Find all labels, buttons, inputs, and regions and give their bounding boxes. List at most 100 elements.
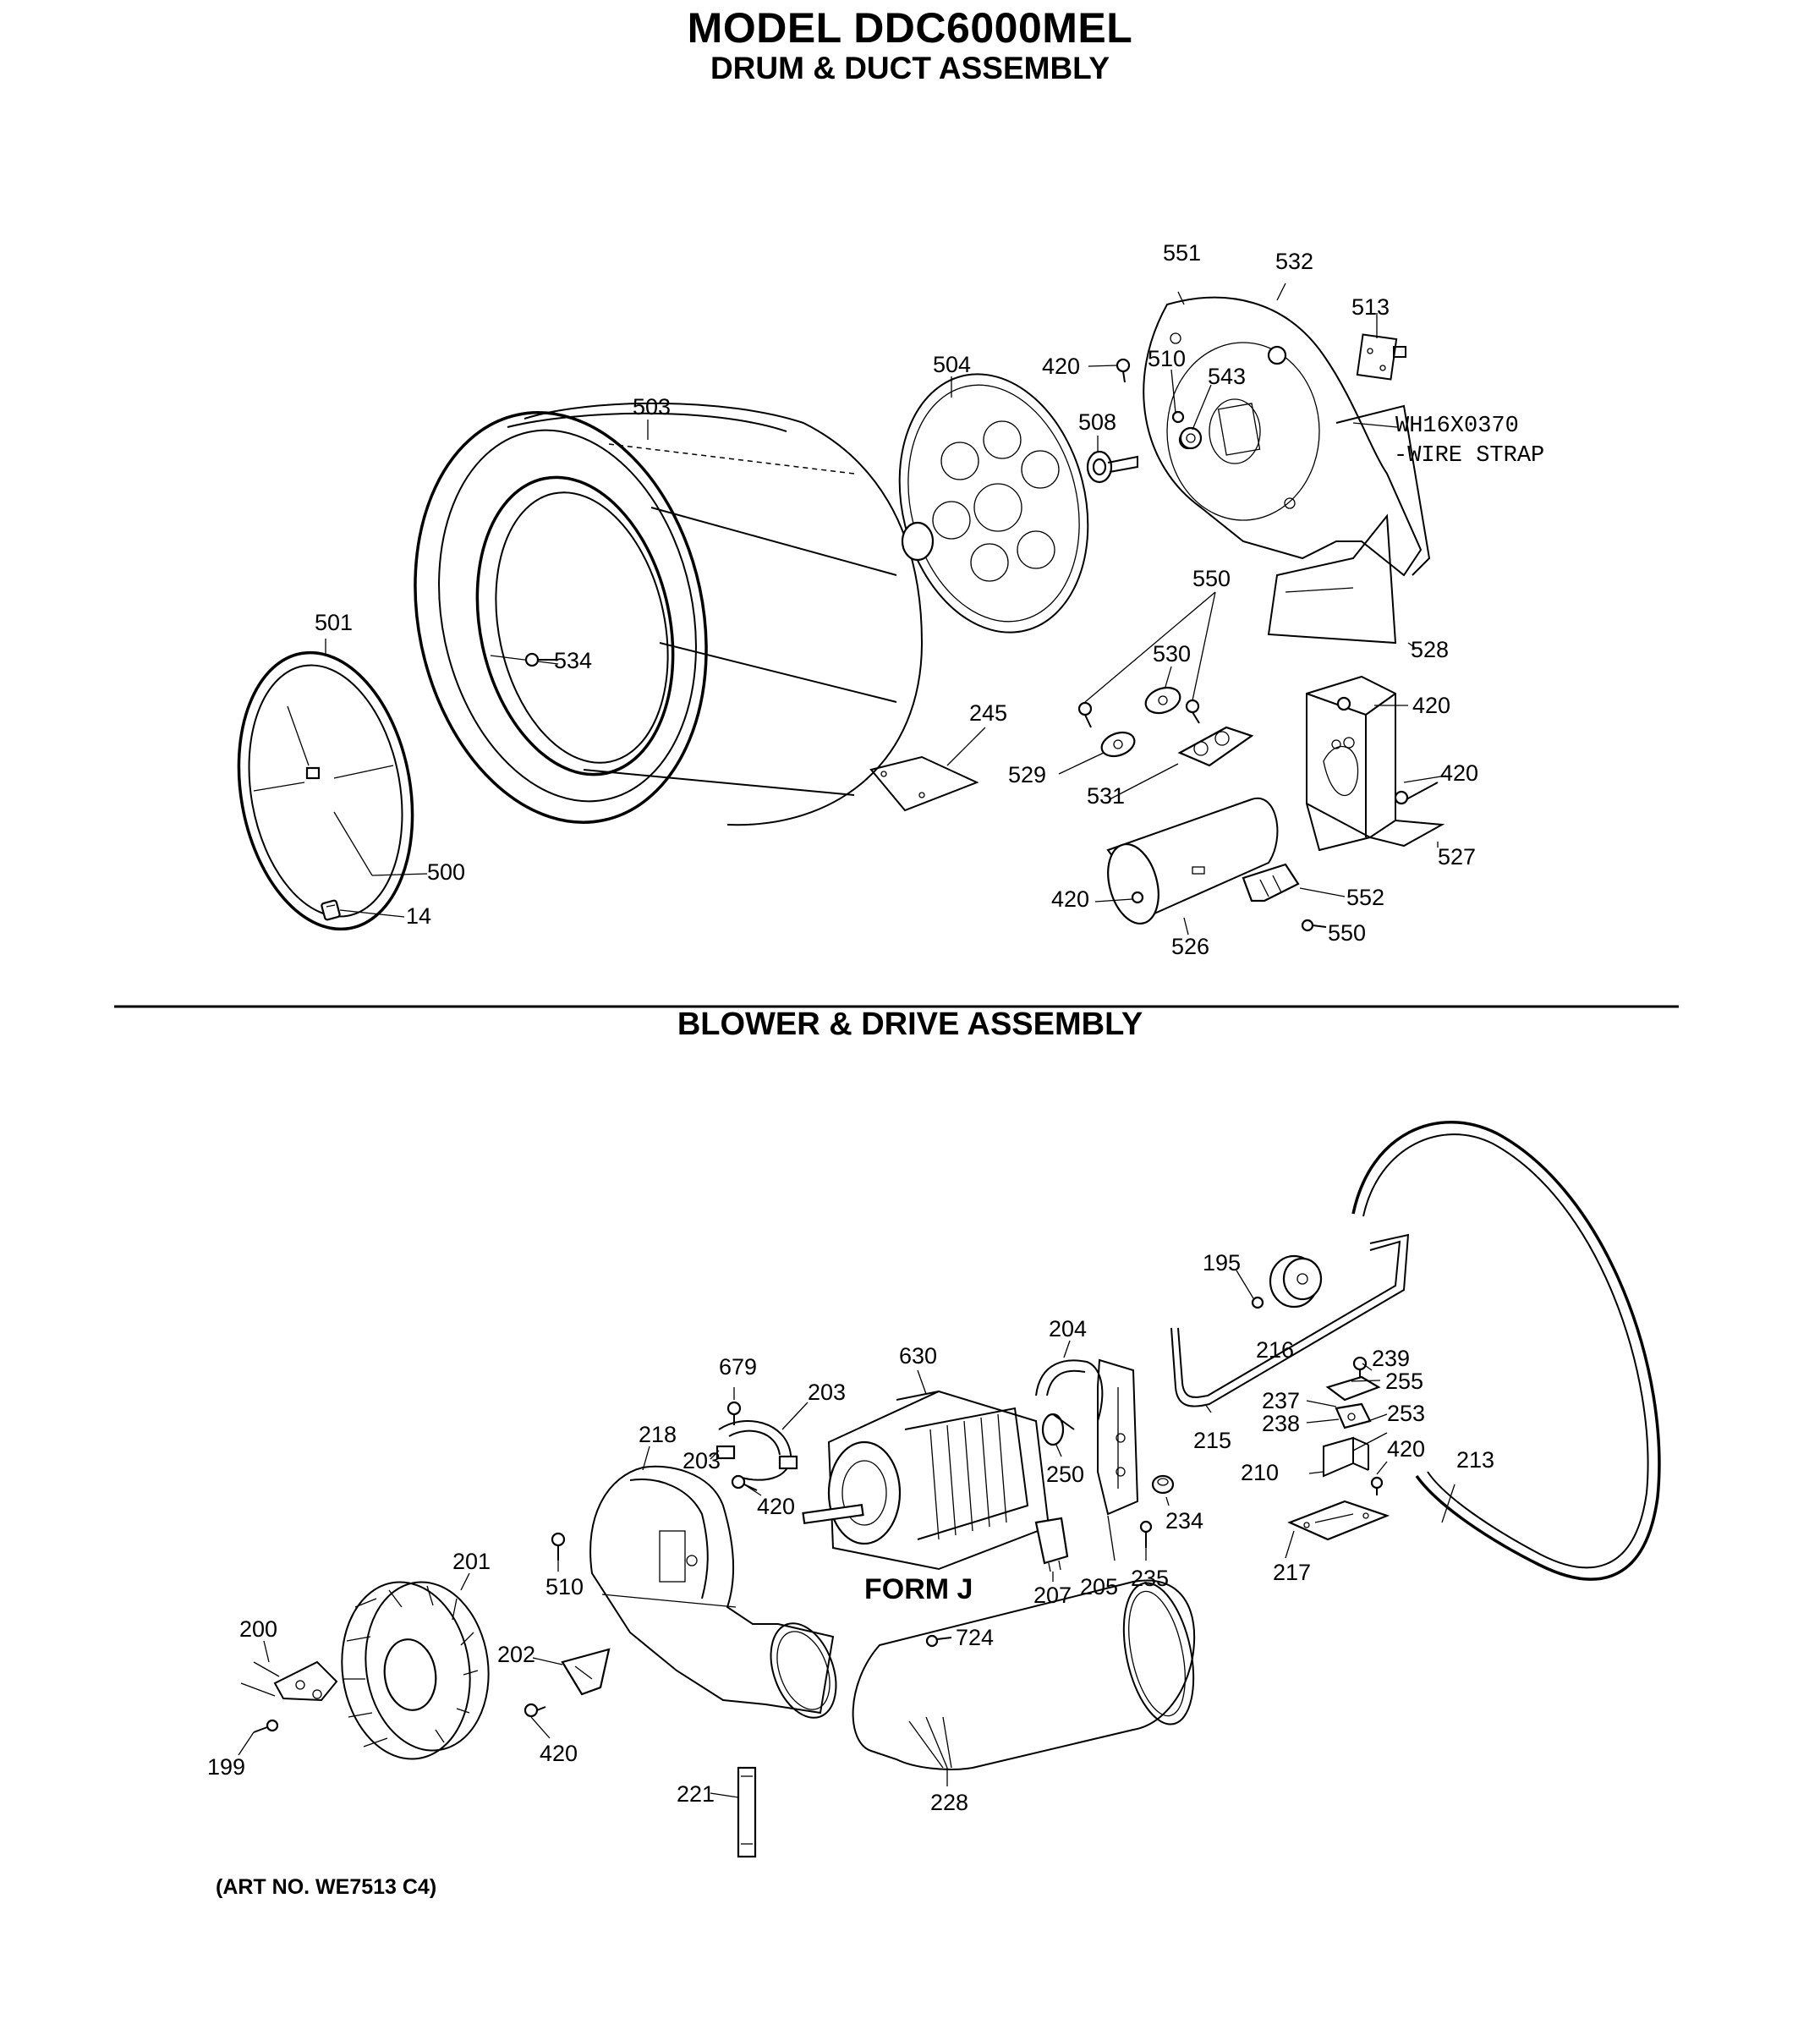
callout-245: 245 bbox=[969, 700, 1007, 726]
callout-510: 510 bbox=[1148, 346, 1186, 371]
drum-rear-bulkhead bbox=[898, 373, 1089, 634]
callout-420-c: 420 bbox=[1440, 760, 1478, 786]
callout-513: 513 bbox=[1351, 294, 1390, 320]
callout-420-blower-a: 420 bbox=[757, 1494, 795, 1519]
callout-202: 202 bbox=[497, 1642, 535, 1667]
callout-552: 552 bbox=[1346, 885, 1384, 910]
nut-195 bbox=[1251, 1296, 1264, 1309]
screw-550-c bbox=[1301, 919, 1327, 932]
drum-leader-lines bbox=[325, 283, 1447, 935]
blower-drive-section-title: BLOWER & DRIVE ASSEMBLY bbox=[677, 1007, 1143, 1042]
screw-239 bbox=[1352, 1356, 1368, 1380]
callout-550-a: 550 bbox=[1192, 566, 1231, 591]
form-j-label: FORM J bbox=[864, 1573, 973, 1605]
exhaust-duct-228 bbox=[852, 1579, 1196, 1770]
plate-255 bbox=[1325, 1375, 1381, 1402]
callout-195: 195 bbox=[1203, 1250, 1241, 1276]
callout-532: 532 bbox=[1275, 249, 1313, 274]
callout-234: 234 bbox=[1165, 1508, 1203, 1533]
callout-213: 213 bbox=[1456, 1447, 1494, 1473]
thermostat-529 bbox=[1100, 731, 1136, 758]
callout-207: 207 bbox=[1033, 1583, 1072, 1608]
callout-420-a: 420 bbox=[1042, 354, 1080, 379]
drum-front-seal bbox=[237, 650, 414, 931]
callout-420-d: 420 bbox=[1051, 886, 1089, 912]
drum-belt-213 bbox=[1351, 1121, 1661, 1581]
callout-235: 235 bbox=[1131, 1566, 1169, 1591]
wire-strap-part-number: WH16X0370 bbox=[1395, 414, 1519, 439]
drive-motor-630 bbox=[802, 1390, 1050, 1571]
callout-203-b: 203 bbox=[682, 1448, 721, 1473]
pulley-543 bbox=[1179, 426, 1203, 450]
callout-679: 679 bbox=[719, 1354, 757, 1380]
callout-527: 527 bbox=[1438, 844, 1476, 870]
screw-510 bbox=[1171, 410, 1185, 424]
art-number: (ART NO. WE7513 C4) bbox=[216, 1875, 437, 1899]
callout-550-b: 550 bbox=[1328, 920, 1366, 946]
callout-204: 204 bbox=[1049, 1316, 1087, 1341]
centrifugal-switch-207 bbox=[1034, 1517, 1069, 1572]
screw-199 bbox=[253, 1719, 279, 1733]
callout-255: 255 bbox=[1385, 1369, 1423, 1394]
blower-callouts: 195 216 204 239 679 630 255 203 237 238 … bbox=[207, 1250, 1494, 1815]
callout-221: 221 bbox=[677, 1781, 715, 1807]
callout-534: 534 bbox=[554, 648, 592, 673]
drum-callouts: 551 532 513 504 420 510 543 WH16X0370 -W… bbox=[315, 240, 1544, 959]
callout-205: 205 bbox=[1080, 1574, 1118, 1599]
callout-420-blower-b: 420 bbox=[1387, 1436, 1425, 1462]
callout-529: 529 bbox=[1008, 762, 1046, 787]
callout-218: 218 bbox=[639, 1422, 677, 1447]
plate-245 bbox=[869, 755, 979, 812]
plate-217 bbox=[1287, 1500, 1390, 1541]
motor-clamp-203 bbox=[715, 1420, 798, 1481]
connector-552 bbox=[1242, 863, 1300, 903]
screw-235 bbox=[1139, 1520, 1153, 1548]
motor-bracket-205 bbox=[1097, 1358, 1139, 1516]
callout-500: 500 bbox=[427, 859, 465, 885]
callout-199: 199 bbox=[207, 1754, 245, 1780]
callout-530: 530 bbox=[1153, 641, 1191, 667]
callout-215: 215 bbox=[1193, 1428, 1231, 1453]
heater-can-526 bbox=[1106, 797, 1279, 925]
callout-200: 200 bbox=[239, 1616, 277, 1642]
callout-504: 504 bbox=[933, 352, 971, 377]
screw-420-blower-c bbox=[524, 1703, 546, 1718]
heater-box-527 bbox=[1306, 675, 1445, 852]
idler-rod-215 bbox=[1170, 1233, 1410, 1407]
callout-528: 528 bbox=[1411, 637, 1449, 662]
screw-550-b bbox=[1185, 699, 1200, 724]
strip-221 bbox=[737, 1766, 757, 1858]
thermostat-530 bbox=[1144, 686, 1181, 715]
blower-leader-lines bbox=[238, 1270, 1455, 1798]
callout-203-a: 203 bbox=[808, 1380, 846, 1405]
callout-526: 526 bbox=[1171, 934, 1209, 959]
callout-551: 551 bbox=[1163, 240, 1201, 266]
callout-531: 531 bbox=[1087, 783, 1125, 809]
callout-501: 501 bbox=[315, 610, 353, 635]
callout-210: 210 bbox=[1241, 1460, 1279, 1485]
callout-503: 503 bbox=[633, 394, 671, 420]
screw-420-top bbox=[1116, 358, 1131, 383]
bracket-513 bbox=[1356, 333, 1406, 381]
wire-strap-label: -WIRE STRAP bbox=[1394, 443, 1544, 469]
callout-228: 228 bbox=[930, 1790, 968, 1815]
callout-420-b: 420 bbox=[1412, 693, 1450, 718]
screw-724 bbox=[925, 1634, 952, 1648]
drum-part bbox=[414, 402, 924, 826]
blower-wheel-201 bbox=[341, 1581, 490, 1760]
clip-14 bbox=[321, 899, 341, 921]
motor-mount-204 bbox=[1035, 1359, 1104, 1422]
bracket-210 bbox=[1323, 1436, 1369, 1478]
callout-543: 543 bbox=[1208, 364, 1246, 389]
thermostat-bracket-531 bbox=[1177, 726, 1254, 767]
screw-420-blower-b bbox=[1370, 1476, 1384, 1495]
callout-724: 724 bbox=[956, 1625, 994, 1650]
switch-237-238 bbox=[1335, 1402, 1372, 1429]
callout-216: 216 bbox=[1256, 1337, 1294, 1363]
callout-14: 14 bbox=[406, 903, 431, 929]
callout-239: 239 bbox=[1372, 1346, 1410, 1371]
callout-237: 237 bbox=[1262, 1388, 1300, 1413]
callout-238: 238 bbox=[1262, 1411, 1300, 1436]
drum-bearing-508 bbox=[1086, 450, 1138, 484]
